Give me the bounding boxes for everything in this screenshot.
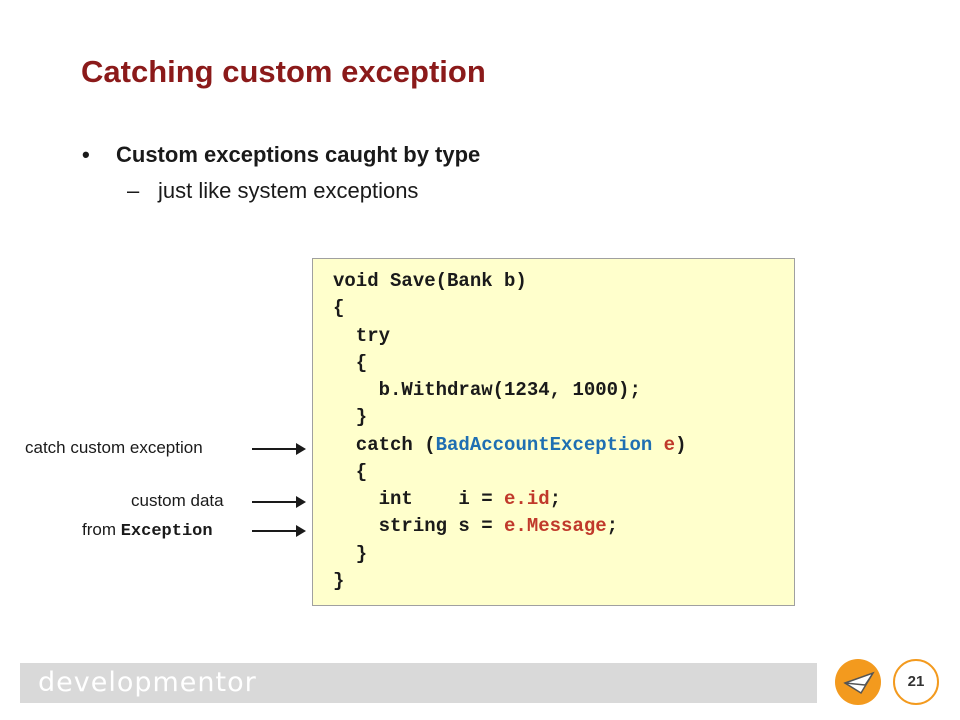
- code-decl: string s =: [333, 515, 505, 537]
- code-semicolon: ;: [549, 488, 562, 510]
- code-line-string: string s = e.Message;: [333, 516, 618, 536]
- custom-data-annotation: custom data: [131, 491, 224, 510]
- code-line: }: [333, 543, 368, 565]
- from-text: from: [82, 520, 121, 539]
- code-block: void Save(Bank b) { try { b.Withdraw(123…: [312, 258, 795, 606]
- sub-bullet-text: just like system exceptions: [158, 178, 419, 203]
- page-number: 21: [893, 659, 939, 705]
- code-semicolon: ;: [606, 515, 619, 537]
- paper-plane-logo-icon: [835, 659, 881, 705]
- code-line: {: [333, 297, 345, 319]
- footer-bar: developmentor: [20, 663, 817, 703]
- dash-icon: –: [127, 178, 140, 203]
- bullet-text: Custom exceptions caught by type: [116, 142, 481, 167]
- code-line: }: [333, 570, 345, 592]
- code-exception-type: BadAccountException: [435, 434, 653, 456]
- arrow-icon: [252, 525, 306, 537]
- catch-annotation: catch custom exception: [25, 438, 203, 457]
- code-line: void Save(Bank b): [333, 270, 527, 292]
- code-variable: e: [652, 434, 676, 456]
- code-line-int: int i = e.id;: [333, 489, 561, 509]
- code-line: {: [333, 461, 368, 483]
- code-line: b.Withdraw(1234, 1000);: [333, 379, 641, 401]
- arrow-icon: [252, 443, 306, 455]
- sub-bullet-item: –just like system exceptions: [127, 178, 418, 204]
- code-paren: ): [675, 434, 687, 456]
- slide-title: Catching custom exception: [81, 54, 486, 89]
- code-member: e.Message: [504, 515, 607, 537]
- code-line: }: [333, 406, 368, 428]
- code-keyword: catch (: [333, 434, 436, 456]
- arrow-icon: [252, 496, 306, 508]
- bullet-dot-icon: •: [82, 142, 90, 167]
- code-line-catch: catch (BadAccountException e): [333, 434, 687, 456]
- bullet-item: • Custom exceptions caught by type: [82, 142, 480, 168]
- exception-type-text: Exception: [120, 522, 213, 541]
- code-line: try: [333, 325, 391, 347]
- code-line: {: [333, 352, 368, 374]
- footer-brand: developmentor: [38, 667, 257, 698]
- from-exception-annotation: from Exception: [82, 520, 213, 541]
- code-member: e.id: [504, 488, 550, 510]
- code-decl: int i =: [333, 488, 505, 510]
